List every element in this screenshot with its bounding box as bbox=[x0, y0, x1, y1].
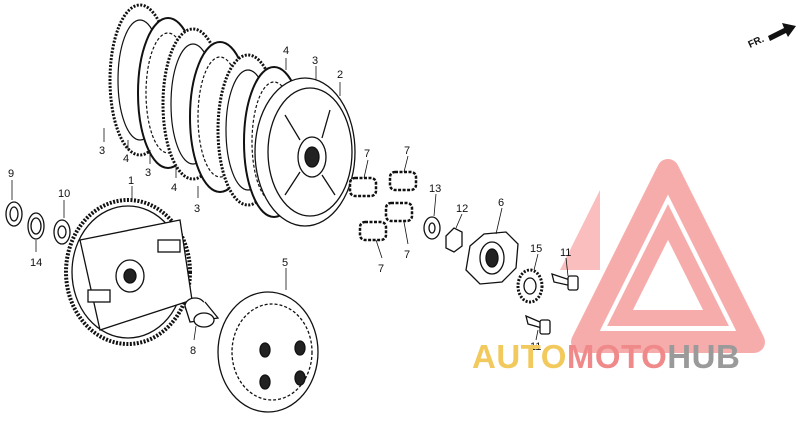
callout-5: 5 bbox=[282, 257, 288, 269]
callout-2: 2 bbox=[337, 69, 343, 81]
callout-8: 8 bbox=[190, 345, 196, 357]
callout-3: 3 bbox=[99, 145, 105, 157]
collar-8 bbox=[184, 297, 220, 328]
callout-7: 7 bbox=[364, 148, 370, 160]
watermark-brand: AUTOMOTOHUB bbox=[472, 338, 740, 376]
washer-10 bbox=[53, 219, 71, 245]
callout-10: 10 bbox=[58, 188, 70, 200]
callout-4: 4 bbox=[123, 153, 129, 165]
callout-3: 3 bbox=[312, 55, 318, 67]
leader-lines bbox=[11, 58, 569, 341]
clutch-springs bbox=[348, 170, 418, 242]
brand-part-auto: AUTO bbox=[472, 338, 567, 375]
watermark-logo bbox=[560, 159, 765, 353]
callout-12: 12 bbox=[456, 203, 468, 215]
brand-part-moto: MOTO bbox=[566, 338, 668, 375]
callout-1: 1 bbox=[128, 175, 134, 187]
direction-label: FR. bbox=[747, 34, 766, 51]
nut-12 bbox=[445, 227, 463, 253]
washer-9 bbox=[5, 201, 23, 227]
callout-7: 7 bbox=[404, 249, 410, 261]
clutch-center bbox=[254, 77, 356, 227]
clutch-plates-stack bbox=[108, 3, 305, 218]
callout-9: 9 bbox=[8, 168, 14, 180]
callout-7: 7 bbox=[404, 145, 410, 157]
front-direction-indicator: FR. bbox=[747, 23, 796, 51]
clutch-outer bbox=[64, 198, 193, 346]
callout-3: 3 bbox=[194, 203, 200, 215]
callout-7: 7 bbox=[378, 263, 384, 275]
callout-11: 11 bbox=[560, 247, 571, 259]
callout-11: 11 bbox=[530, 341, 541, 353]
brand-part-hub: HUB bbox=[667, 338, 741, 375]
bolts-11 bbox=[525, 273, 579, 335]
circlip-14 bbox=[27, 212, 45, 240]
callout-14: 14 bbox=[30, 257, 42, 269]
callout-3: 3 bbox=[145, 167, 151, 179]
callout-13: 13 bbox=[429, 183, 441, 195]
pressure-plate bbox=[217, 291, 319, 413]
washer-13 bbox=[423, 216, 441, 240]
callouts: 3 4 3 4 3 4 3 2 9 10 14 1 8 5 7 7 7 7 13… bbox=[8, 45, 571, 357]
bearing-15 bbox=[516, 268, 544, 304]
lifter-plate bbox=[465, 231, 519, 285]
callout-6: 6 bbox=[498, 197, 504, 209]
callout-4: 4 bbox=[171, 182, 177, 194]
callout-15: 15 bbox=[530, 243, 542, 255]
callout-4: 4 bbox=[283, 45, 289, 57]
arrow-icon bbox=[768, 23, 796, 41]
